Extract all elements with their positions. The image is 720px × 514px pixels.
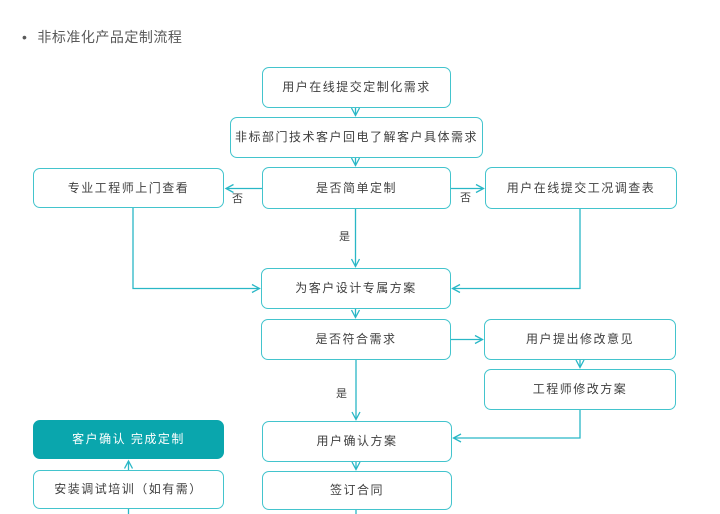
node-simple-decision: 是否简单定制 — [262, 167, 451, 209]
node-sign-contract: 签订合同 — [262, 471, 452, 510]
node-revise-plan: 工程师修改方案 — [484, 369, 676, 410]
node-design-plan: 为客户设计专属方案 — [261, 268, 451, 309]
edge-label-yes-mid: 是 — [339, 231, 350, 243]
node-confirm-plan: 用户确认方案 — [262, 421, 452, 462]
slide-title: • 非标准化产品定制流程 — [22, 27, 182, 47]
edge-label-no-right: 否 — [460, 192, 471, 204]
connector-visit-to-design — [132, 208, 261, 294]
connector-survey-to-design — [451, 209, 581, 294]
node-meets-decision: 是否符合需求 — [261, 319, 451, 360]
node-engineer-visit: 专业工程师上门查看 — [33, 168, 224, 208]
slide-title-text: 非标准化产品定制流程 — [37, 29, 183, 45]
node-callback: 非标部门技术客户回电了解客户具体需求 — [230, 117, 483, 158]
node-submit-demand: 用户在线提交定制化需求 — [262, 67, 451, 108]
node-survey: 用户在线提交工况调查表 — [485, 167, 677, 209]
node-feedback: 用户提出修改意见 — [484, 319, 676, 360]
bullet-icon: • — [22, 29, 28, 45]
edge-label-no-left: 否 — [232, 193, 243, 205]
edge-label-yes-lower: 是 — [336, 388, 347, 400]
node-install-training: 安装调试培训（如有需） — [33, 470, 224, 509]
connector-revise-to-confirm — [452, 410, 581, 443]
node-confirm-complete: 客户确认 完成定制 — [33, 420, 224, 459]
